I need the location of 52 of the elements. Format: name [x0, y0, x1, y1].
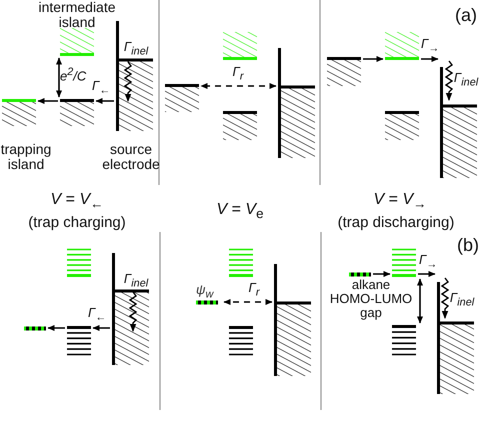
arrow	[363, 56, 384, 62]
electrode	[274, 264, 311, 376]
energy-level	[60, 99, 94, 126]
trap-state	[349, 272, 371, 277]
electrode	[437, 282, 474, 394]
dashed-double-arrow	[224, 299, 272, 305]
level-ladder	[67, 248, 91, 277]
voltage-label: V = V$_{→}$	[372, 190, 428, 212]
arrow	[38, 98, 58, 104]
region-label: trapping island	[0, 142, 52, 172]
energy-level	[385, 111, 419, 140]
level-ladder	[229, 326, 253, 356]
energy-level	[165, 84, 199, 112]
level-ladder	[229, 248, 253, 277]
voltage-label: V = V$_{←}$	[50, 190, 104, 212]
rate-label: Γ$_{inel}$	[122, 40, 150, 58]
rate-label: Γ$_{inel}$	[452, 70, 480, 89]
arrow	[92, 325, 110, 331]
energy-level	[223, 32, 257, 60]
state-label: ψ$_{w}$	[196, 283, 214, 302]
arrow	[96, 98, 114, 104]
energy-level	[60, 28, 94, 56]
electrode	[278, 48, 315, 158]
electrode	[440, 67, 477, 178]
edge-label: e$^{2}$/C	[60, 66, 86, 84]
panel-label: (b)	[456, 236, 480, 256]
mode-label: (trap discharging)	[336, 214, 456, 231]
energy-level	[385, 32, 419, 60]
energy-level	[327, 57, 361, 86]
voltage-label: V = V$_{e}$	[216, 200, 264, 222]
arrow	[373, 271, 390, 277]
dashed-double-arrow	[200, 83, 276, 89]
mode-label: (trap charging)	[27, 214, 127, 231]
electrode	[112, 253, 149, 365]
trap-state	[24, 326, 46, 331]
panel-label: (a)	[454, 6, 478, 26]
energy-level	[2, 99, 36, 126]
arrow	[48, 325, 65, 331]
energy-level	[223, 111, 257, 140]
region-label: source electrode	[101, 142, 161, 172]
rate-label: Γ$_{inel}$	[448, 290, 476, 309]
arrow	[418, 271, 436, 277]
level-ladder	[67, 326, 91, 356]
edge-label: alkane HOMO-LUMO gap	[328, 278, 414, 320]
region-label: intermediate island	[37, 0, 117, 30]
double-arrow	[56, 58, 62, 98]
rate-label: Γ$_{inel}$	[122, 272, 150, 290]
level-ladder	[392, 248, 416, 277]
electrode	[116, 21, 153, 131]
double-arrow	[417, 278, 423, 324]
level-ladder	[392, 325, 416, 356]
arrow	[421, 56, 438, 62]
